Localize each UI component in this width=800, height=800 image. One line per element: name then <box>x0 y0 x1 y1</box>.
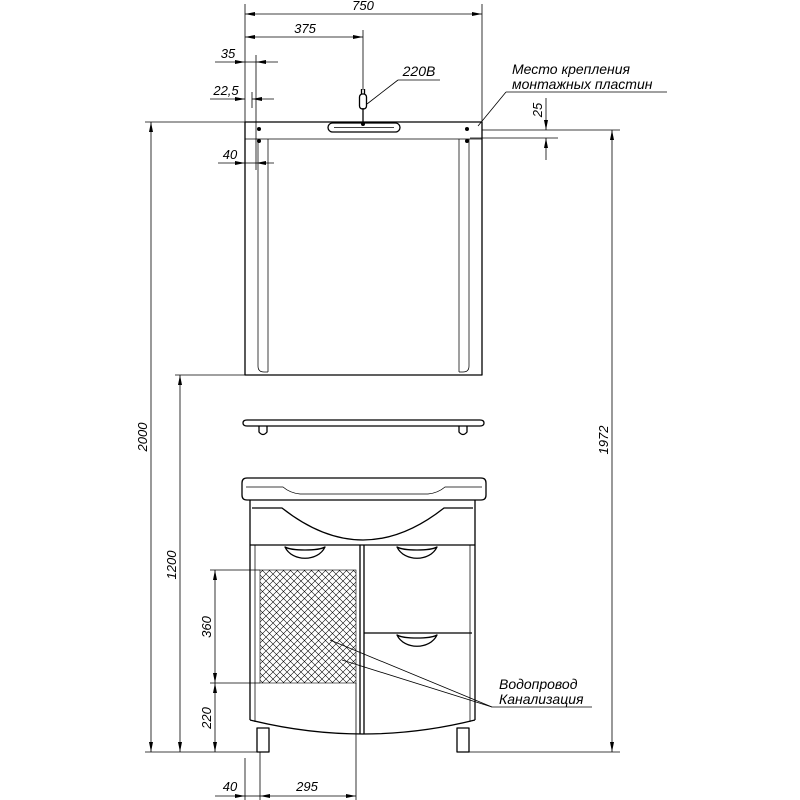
mirror-right-light-strip <box>458 139 470 373</box>
sewage-label: Канализация <box>499 691 584 707</box>
drawers <box>363 545 472 734</box>
leader-line <box>341 659 493 708</box>
cabinet-door <box>254 545 361 734</box>
leader-line <box>366 79 399 105</box>
mount-hole-right-bottom <box>465 139 469 143</box>
cable-entry-point <box>361 122 365 126</box>
power-label: 220В <box>402 63 436 79</box>
water-supply-label: Водопровод <box>499 676 578 692</box>
cabinet-leg-right <box>456 727 470 753</box>
mount-hole-left-top <box>257 127 261 131</box>
plumbing-callout: Водопровод Канализация <box>329 639 592 708</box>
dimension-mount-hole-offset: 35 <box>215 46 278 170</box>
dimension-total-height: 2000 <box>135 121 257 753</box>
mirror-left-light-strip <box>257 139 269 373</box>
door-handle <box>284 546 326 559</box>
cabinet-curved-bottom <box>249 719 476 735</box>
dimension-value: 40 <box>223 779 238 794</box>
mounting-label-line-1: Место крепления <box>512 61 631 77</box>
mount-hole-right-top <box>465 127 469 131</box>
mounting-callout: Место крепления монтажных пластин <box>477 61 667 127</box>
dimension-value: 750 <box>352 0 374 13</box>
dimension-pipe-zone-floor-offset: 220 <box>199 683 217 752</box>
drawer-top-handle <box>396 546 438 559</box>
dimension-value: 35 <box>221 46 236 61</box>
dimension-value: 40 <box>223 147 238 162</box>
sink-countertop <box>241 477 487 501</box>
plumbing-zone-hatch <box>259 569 357 684</box>
dimension-mirror-width: 750 <box>244 0 483 122</box>
dimension-value: 1200 <box>164 550 179 580</box>
dimension-pipe-zone-left-offset: 40 <box>215 752 261 800</box>
plug-prongs <box>360 89 366 94</box>
cabinet-leg-left <box>256 727 270 753</box>
sink-basin-rim <box>246 486 482 495</box>
drawer-bottom-handle <box>396 634 438 647</box>
dimension-value: 25 <box>530 102 545 118</box>
mount-hole-left-bottom <box>257 139 261 143</box>
dimension-value: 360 <box>199 615 214 637</box>
power-callout: 220В <box>366 63 440 105</box>
plug-body <box>358 93 368 110</box>
shelf-plate <box>242 419 485 427</box>
dimension-half-width: 375 <box>245 21 364 90</box>
dimension-pipe-zone-width: 295 <box>260 683 357 800</box>
shelf-holder-left <box>258 426 268 436</box>
dimension-value: 220 <box>199 706 214 729</box>
leader-line <box>477 91 507 127</box>
mirror <box>244 89 483 376</box>
shelf-holder-right <box>458 426 468 436</box>
dimension-mirror-bottom-height: 1200 <box>164 374 245 752</box>
dimension-value: 22,5 <box>212 83 239 98</box>
dimension-value: 295 <box>295 779 318 794</box>
leader-line <box>329 639 493 708</box>
dimension-value: 375 <box>294 21 316 36</box>
dimension-value: 2000 <box>135 422 150 453</box>
glass-shelf <box>242 419 485 436</box>
mounting-plates <box>257 127 469 143</box>
dimension-mount-edge-offset: 22,5 <box>210 83 274 108</box>
dimension-mount-height: 1972 <box>469 130 620 753</box>
sink-basin-bowl <box>252 507 473 541</box>
dimension-pipe-zone-height: 360 <box>199 569 260 684</box>
power-plug <box>358 89 368 126</box>
dimension-mount-side-offset: 40 <box>218 147 274 165</box>
dimension-mount-vertical-offset: 25 <box>470 98 620 160</box>
dimension-value: 1972 <box>596 425 611 455</box>
vanity-cabinet <box>241 477 487 753</box>
mirror-outer-frame <box>244 121 483 376</box>
mounting-label-line-2: монтажных пластин <box>512 76 653 92</box>
